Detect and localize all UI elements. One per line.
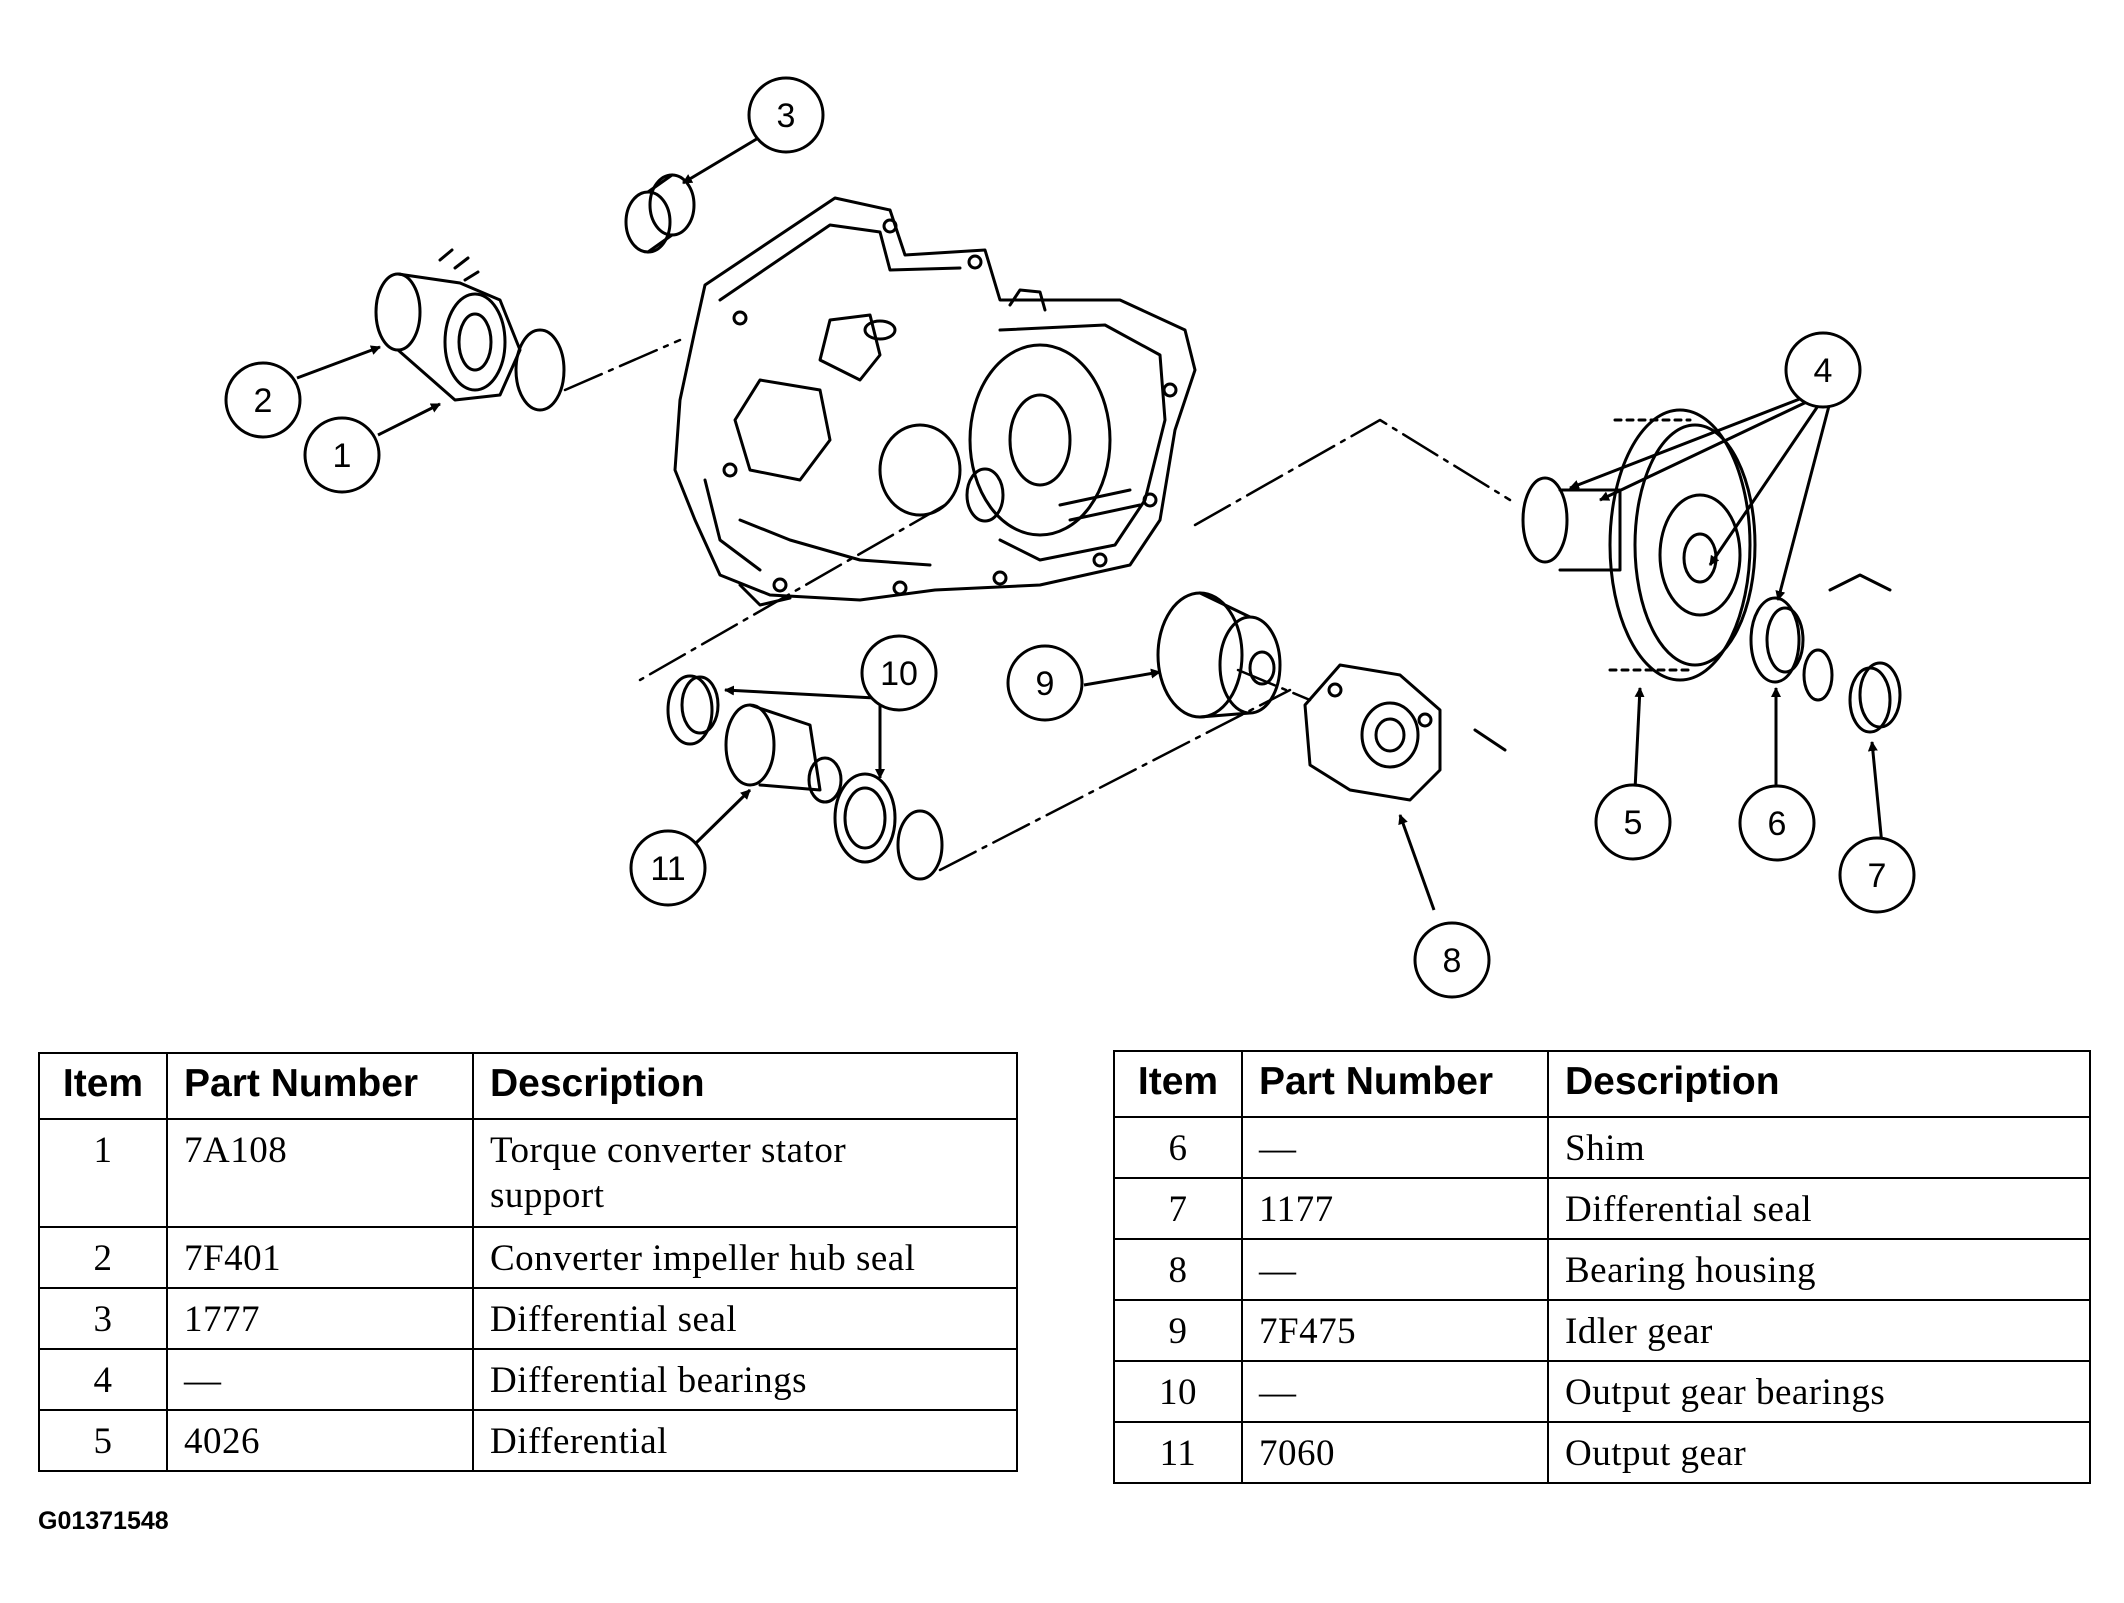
callout-3 — [747, 76, 825, 154]
cell-description: Converter impeller hub seal — [472, 1226, 1018, 1289]
table-row: 8 — Bearing housing — [1113, 1238, 2091, 1301]
cell-description: Output gear — [1547, 1421, 2091, 1484]
cell-item: 1 — [38, 1118, 168, 1228]
callout-label-7: 7 — [1868, 857, 1887, 895]
cell-item: 7 — [1113, 1177, 1243, 1240]
cell-part-number: 7F475 — [1241, 1299, 1549, 1362]
col-header-item: Item — [38, 1052, 168, 1120]
cell-item: 4 — [38, 1348, 168, 1411]
cell-part-number: 7A108 — [166, 1118, 474, 1228]
cell-part-number: — — [166, 1348, 474, 1411]
cell-description: Bearing housing — [1547, 1238, 2091, 1301]
idler-gear-drawing — [1156, 591, 1282, 719]
stator-support-drawing — [374, 248, 566, 412]
cell-description: Shim — [1547, 1116, 2091, 1179]
differential-seal-3-drawing — [624, 173, 696, 254]
table-row: 11 7060 Output gear — [1113, 1421, 2091, 1484]
callout-5 — [1594, 783, 1672, 861]
cell-item: 3 — [38, 1287, 168, 1350]
output-gear-drawing — [666, 674, 944, 881]
callout-11 — [629, 829, 707, 907]
callout-labels: 1 2 3 4 5 6 7 8 9 10 11 — [254, 97, 1887, 980]
table-row: 3 1777 Differential seal — [38, 1287, 1018, 1350]
table-row: 6 — Shim — [1113, 1116, 2091, 1179]
differential-seal-7-drawing — [1828, 573, 1902, 734]
callout-1 — [303, 416, 381, 494]
callout-4 — [1784, 331, 1862, 409]
cell-item: 5 — [38, 1409, 168, 1472]
cell-description: Torque converter stator support — [472, 1118, 1018, 1228]
parts-table-left: Item Part Number Description 1 7A108 Tor… — [38, 1052, 1018, 1472]
callout-7 — [1838, 836, 1916, 914]
callout-2 — [224, 361, 302, 439]
cell-description: Differential seal — [1547, 1177, 2091, 1240]
table-header-row: Item Part Number Description — [38, 1052, 1018, 1120]
col-header-part-number: Part Number — [1241, 1050, 1549, 1118]
cell-part-number: 7060 — [1241, 1421, 1549, 1484]
callout-label-8: 8 — [1443, 942, 1462, 980]
callout-label-2: 2 — [254, 382, 273, 420]
callout-label-4: 4 — [1814, 352, 1833, 390]
cell-item: 10 — [1113, 1360, 1243, 1423]
callout-6 — [1738, 784, 1816, 862]
callout-9 — [1006, 644, 1084, 722]
transaxle-case-drawing — [673, 196, 1197, 607]
table-row: 4 — Differential bearings — [38, 1348, 1018, 1411]
table-row: 10 — Output gear bearings — [1113, 1360, 2091, 1423]
cell-item: 2 — [38, 1226, 168, 1289]
cell-description: Idler gear — [1547, 1299, 2091, 1362]
table-row: 9 7F475 Idler gear — [1113, 1299, 2091, 1362]
callout-bubbles — [224, 76, 1916, 999]
differential-assembly-drawing — [1521, 408, 1805, 684]
cell-part-number: 1777 — [166, 1287, 474, 1350]
callout-label-3: 3 — [777, 97, 796, 135]
cell-description: Differential seal — [472, 1287, 1018, 1350]
cell-part-number: 4026 — [166, 1409, 474, 1472]
callout-label-11: 11 — [650, 850, 685, 888]
leader-arrows — [296, 135, 1884, 911]
col-header-part-number: Part Number — [166, 1052, 474, 1120]
parts-table-right: Item Part Number Description 6 — Shim 7 … — [1113, 1050, 2091, 1484]
cell-description: Differential — [472, 1409, 1018, 1472]
col-header-description: Description — [1547, 1050, 2091, 1118]
cell-part-number: 7F401 — [166, 1226, 474, 1289]
table-row: 1 7A108 Torque converter stator support — [38, 1118, 1018, 1228]
cell-item: 6 — [1113, 1116, 1243, 1179]
table-header-row: Item Part Number Description — [1113, 1050, 2091, 1118]
cell-part-number: — — [1241, 1238, 1549, 1301]
assembly-lines — [563, 338, 1512, 872]
table-row: 7 1177 Differential seal — [1113, 1177, 2091, 1240]
cell-item: 11 — [1113, 1421, 1243, 1484]
cell-part-number: — — [1241, 1116, 1549, 1179]
exploded-parts-diagram: 1 2 3 4 5 6 7 8 9 10 11 — [224, 76, 1916, 999]
bearing-housing-drawing — [1303, 663, 1507, 802]
callout-label-6: 6 — [1768, 805, 1787, 843]
table-row: 5 4026 Differential — [38, 1409, 1018, 1472]
figure-code: G01371548 — [38, 1507, 169, 1535]
col-header-description: Description — [472, 1052, 1018, 1120]
shim-drawing — [1802, 648, 1834, 702]
cell-description: Output gear bearings — [1547, 1360, 2091, 1423]
table-row: 2 7F401 Converter impeller hub seal — [38, 1226, 1018, 1289]
cell-part-number: — — [1241, 1360, 1549, 1423]
cell-description: Differential bearings — [472, 1348, 1018, 1411]
cell-item: 8 — [1113, 1238, 1243, 1301]
callout-label-10: 10 — [880, 655, 918, 693]
callout-label-1: 1 — [333, 437, 352, 475]
callout-10 — [860, 634, 938, 712]
cell-item: 9 — [1113, 1299, 1243, 1362]
cell-part-number: 1177 — [1241, 1177, 1549, 1240]
col-header-item: Item — [1113, 1050, 1243, 1118]
callout-label-5: 5 — [1624, 804, 1643, 842]
callout-label-9: 9 — [1036, 665, 1055, 703]
callout-8 — [1413, 921, 1491, 999]
